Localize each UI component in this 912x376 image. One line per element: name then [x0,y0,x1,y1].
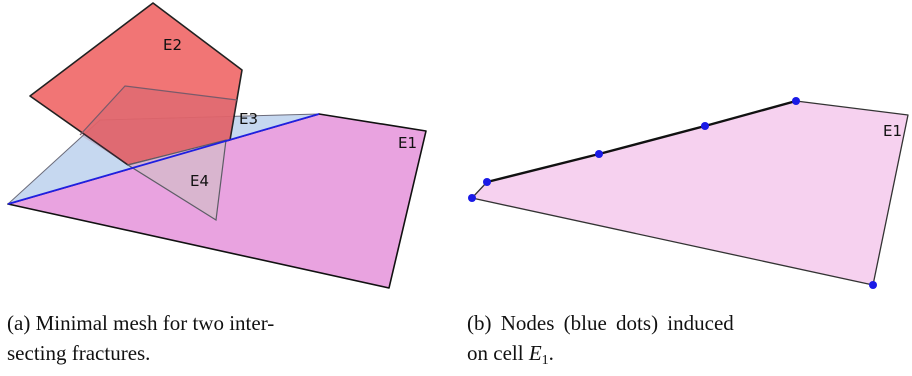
node-dot [701,122,709,130]
caption-b-cell-symbol: E [528,341,542,365]
caption-b-line1: Nodes (blue dots) induced [500,311,734,335]
label-e1-cell: E1 [883,122,902,140]
label-e4: E4 [190,172,209,190]
caption-a-line2: secting fractures. [7,341,151,365]
node-dot [869,281,877,289]
caption-a: (a) Minimal mesh for two inter- secting … [7,308,427,368]
caption-b-line2-post: . [548,341,554,365]
cell-top-edge [486,99,797,184]
intersection-line [7,113,320,205]
label-e3: E3 [239,110,258,128]
e2-hidden-edge [79,85,238,136]
node-dot [792,97,800,105]
caption-b: (b) Nodes (blue dots) induced on cell E1… [467,308,897,376]
caption-b-prefix: (b) [467,311,492,335]
caption-a-prefix: (a) [7,311,31,335]
panel-b-cell: E1 [468,97,909,289]
label-e1: E1 [398,134,417,152]
caption-b-cell-subscript: 1 [541,353,549,368]
e2-region [29,2,243,166]
node-dots [468,97,877,289]
figure-canvas: E2 E3 E4 E1 E1 [7,2,909,289]
cell-e1 [471,100,909,286]
node-dot [468,194,476,202]
label-e2: E2 [163,36,182,54]
node-dot [595,150,603,158]
panel-a-mesh: E2 E3 E4 E1 [7,2,427,289]
caption-b-line2-pre: on cell [467,341,529,365]
node-dot [483,178,491,186]
e4-region [126,139,227,222]
e2-overlap-region [80,86,237,165]
caption-a-line1: Minimal mesh for two inter- [35,311,275,335]
